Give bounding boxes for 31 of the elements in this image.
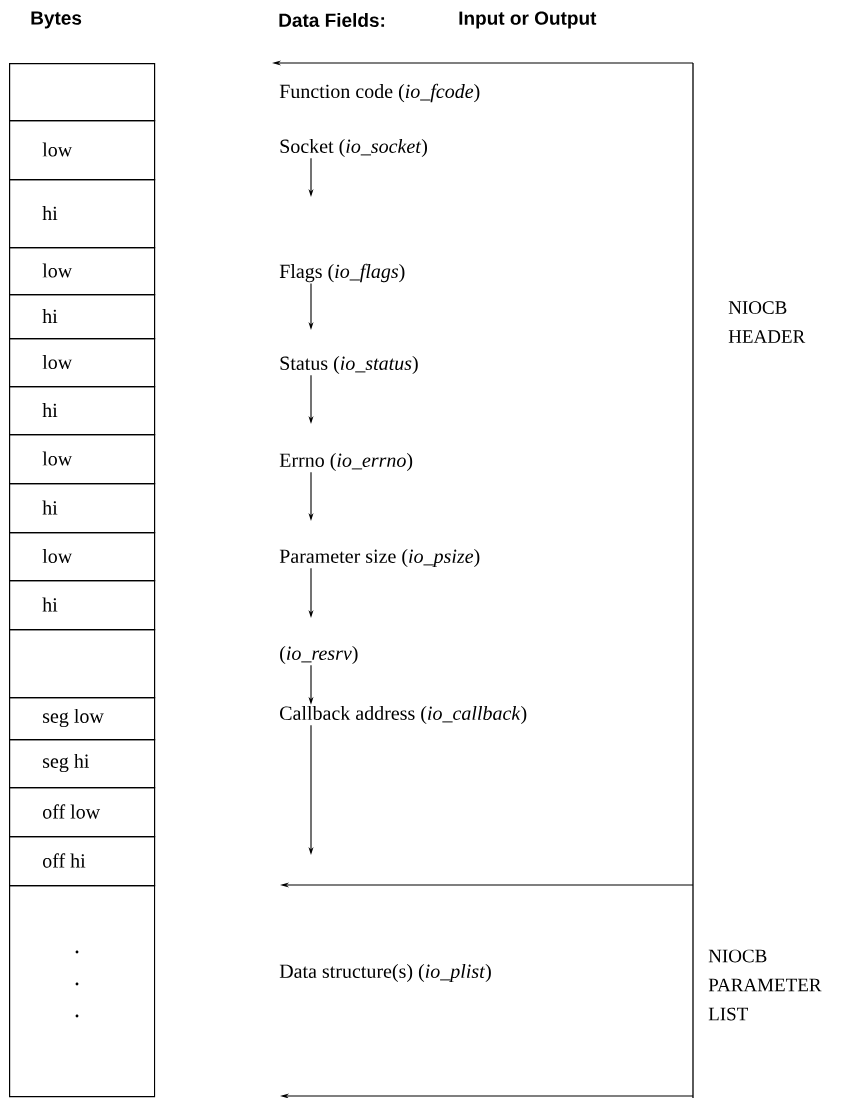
byte-cell: low (9, 338, 156, 388)
section-label: NIOCB HEADER (728, 301, 806, 343)
section-label: NIOCB PARAMETER LIST (708, 949, 822, 1021)
column-heading: Data Fields: (279, 13, 385, 27)
byte-cell (9, 629, 156, 699)
byte-cell (9, 885, 156, 1098)
byte-cell: hi (9, 294, 156, 340)
byte-cell: off hi (9, 836, 156, 887)
field-name: Status (io_status) (280, 355, 418, 375)
byte-cell: hi (9, 580, 156, 631)
column-heading: Input or Output (459, 11, 597, 29)
byte-cell: hi (9, 386, 156, 436)
byte-cell: hi (9, 179, 156, 249)
byte-cell (9, 63, 156, 122)
field-name: Data structure(s) (io_plist) (279, 963, 491, 983)
field-name: Function code (io_fcode) (279, 83, 480, 103)
field-name: Callback address (io_callback) (280, 705, 527, 725)
byte-cell: seg low (9, 697, 156, 741)
byte-cell: hi (9, 483, 156, 534)
byte-cell: low (9, 532, 156, 582)
field-name: (io_resrv) (280, 645, 358, 665)
byte-cell: off low (9, 787, 156, 838)
field-name: Errno (io_errno) (279, 452, 413, 472)
byte-cell: seg hi (9, 739, 156, 789)
field-name: Socket (io_socket) (280, 138, 427, 158)
byte-cell: low (9, 247, 156, 296)
byte-cell: low (9, 120, 156, 181)
byte-cell: low (9, 434, 156, 485)
field-name: Parameter size (io_psize) (279, 548, 480, 568)
field-name: Flags (io_flags) (279, 263, 405, 283)
column-heading: Bytes (31, 11, 82, 29)
